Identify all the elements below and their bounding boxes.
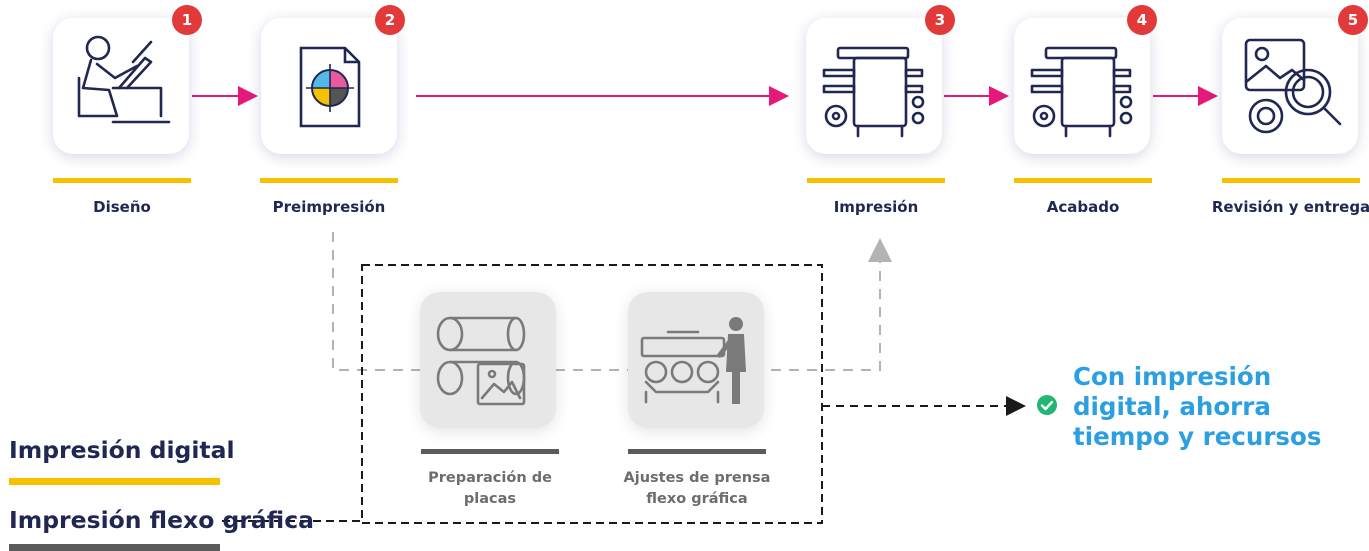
press-operator-icon [640,317,746,404]
flexo-bar-plates [421,449,559,454]
check-icon [1037,395,1057,415]
finishing-machine-icon [1030,46,1133,138]
step-card-3 [806,18,942,154]
flexo-card-plates [420,292,556,428]
flexo-label-plates: Preparación de placas [428,470,552,507]
step-label-1: Diseño [93,198,151,216]
step-bar-3 [807,178,945,183]
step-bar-1 [53,178,191,183]
step-card-1 [53,18,189,154]
step-label-3: Impresión [833,198,919,216]
flexo-label-press: Ajustes de prensa flexo gráfica [623,470,771,507]
flexo-card-press [628,292,764,428]
image-magnifier-icon [1244,38,1342,134]
step-bar-5 [1222,178,1360,183]
step-card-4 [1014,18,1150,154]
step-badge-4: 4 [1127,5,1157,35]
flexo-bar-press [628,449,766,454]
step-card-2 [261,18,397,154]
step-badge-2: 2 [375,5,405,35]
step-badge-1: 1 [172,5,202,35]
step-label-2: Preimpresión [272,198,386,216]
cmyk-document-icon [299,46,361,128]
flexo-loop-path [332,232,892,371]
step-bar-4 [1014,178,1152,183]
legend-digital-swatch [9,478,220,485]
step-card-5 [1222,18,1358,154]
flexo-box [361,264,823,524]
savings-note: Con impresión digital, ahorra tiempo y r… [1073,362,1322,451]
legend-digital: Impresión digital [9,436,235,464]
step-badge-3: 3 [925,5,955,35]
step-label-4: Acabado [1046,198,1120,216]
printing-press-icon [822,46,925,138]
designer-at-desk-icon [77,35,171,124]
step-badge-5: 5 [1338,5,1368,35]
step-label-5: Revisión y entrega [1211,198,1369,216]
legend-flexo: Impresión flexo gráfica [9,506,314,534]
step-bar-2 [260,178,398,183]
plate-roller-icon [436,316,526,406]
